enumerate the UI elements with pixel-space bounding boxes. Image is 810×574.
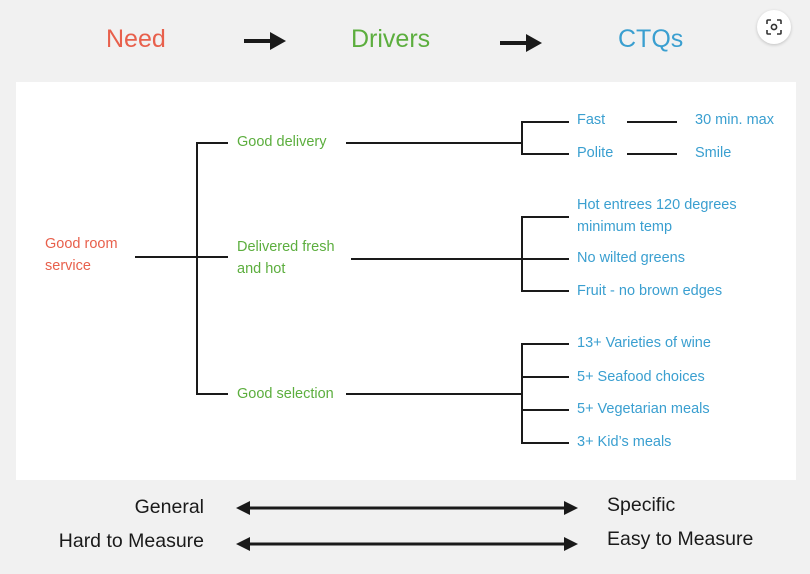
ctq-hot-entrees-line2: minimum temp xyxy=(577,219,673,235)
right-arrow-icon xyxy=(244,32,286,50)
ctq-tick-2-1 xyxy=(521,216,569,218)
ctq-wilted-greens: No wilted greens xyxy=(577,250,685,266)
driver-label-fresh-line2: and hot xyxy=(237,261,286,277)
header-drivers: Drivers xyxy=(351,25,431,53)
driver-tick-1 xyxy=(196,142,228,144)
ctq-tick-3-3 xyxy=(521,409,569,411)
double-arrow-icon xyxy=(236,501,578,515)
ctq-hot-entrees-line1: Hot entrees 120 degrees xyxy=(577,197,737,213)
scale-specific-label: Specific xyxy=(607,494,676,516)
double-arrow-icon xyxy=(236,537,578,551)
ctq-tick-2-3 xyxy=(521,290,569,292)
ctq-wine: 13+ Varieties of wine xyxy=(577,335,711,351)
ctq-tick-1-2 xyxy=(521,153,569,155)
header-need: Need xyxy=(106,25,166,53)
scale-hard-label: Hard to Measure xyxy=(58,530,204,552)
scan-icon xyxy=(766,19,782,35)
ctq-kids: 3+ Kid’s meals xyxy=(577,434,672,450)
ctq-polite-detail: Smile xyxy=(695,145,732,161)
ctq-polite: Polite xyxy=(577,145,614,161)
driver-label-good-selection: Good selection xyxy=(237,386,334,402)
driver-2-connector xyxy=(351,258,522,260)
ctq-tick-2-2 xyxy=(521,258,569,260)
driver-tick-2 xyxy=(196,256,228,258)
ctq-vegetarian: 5+ Vegetarian meals xyxy=(577,401,710,417)
need-label-line2: service xyxy=(45,258,91,274)
driver-1-connector xyxy=(346,142,522,144)
ctq-fast-detail: 30 min. max xyxy=(695,112,774,128)
ctq-fast-connector xyxy=(627,121,677,123)
need-label-line1: Good room xyxy=(45,236,118,252)
ctq-tick-3-4 xyxy=(521,442,569,444)
scale-easy-label: Easy to Measure xyxy=(607,528,754,550)
driver-label-fresh-line1: Delivered fresh xyxy=(237,239,335,255)
ctq-bracket-1 xyxy=(521,121,523,154)
header-ctqs: CTQs xyxy=(618,25,684,53)
driver-3-connector xyxy=(346,393,522,395)
scan-button[interactable] xyxy=(757,10,791,44)
ctq-bracket-3 xyxy=(521,343,523,444)
ctq-polite-connector xyxy=(627,153,677,155)
driver-tick-3 xyxy=(196,393,228,395)
driver-bracket xyxy=(196,142,198,395)
scale-general-label: General xyxy=(134,496,204,518)
need-connector xyxy=(135,256,197,258)
ctq-tick-1-1 xyxy=(521,121,569,123)
right-arrow-icon xyxy=(500,34,542,52)
ctq-seafood: 5+ Seafood choices xyxy=(577,369,705,385)
tree-panel: Good room service Good delivery Fast 30 … xyxy=(16,82,796,480)
ctq-fast: Fast xyxy=(577,112,606,128)
driver-label-good-delivery: Good delivery xyxy=(237,134,327,150)
ctq-fruit: Fruit - no brown edges xyxy=(577,283,723,299)
ctq-bracket-2 xyxy=(521,216,523,291)
ctq-tick-3-1 xyxy=(521,343,569,345)
ctq-tick-3-2 xyxy=(521,376,569,378)
